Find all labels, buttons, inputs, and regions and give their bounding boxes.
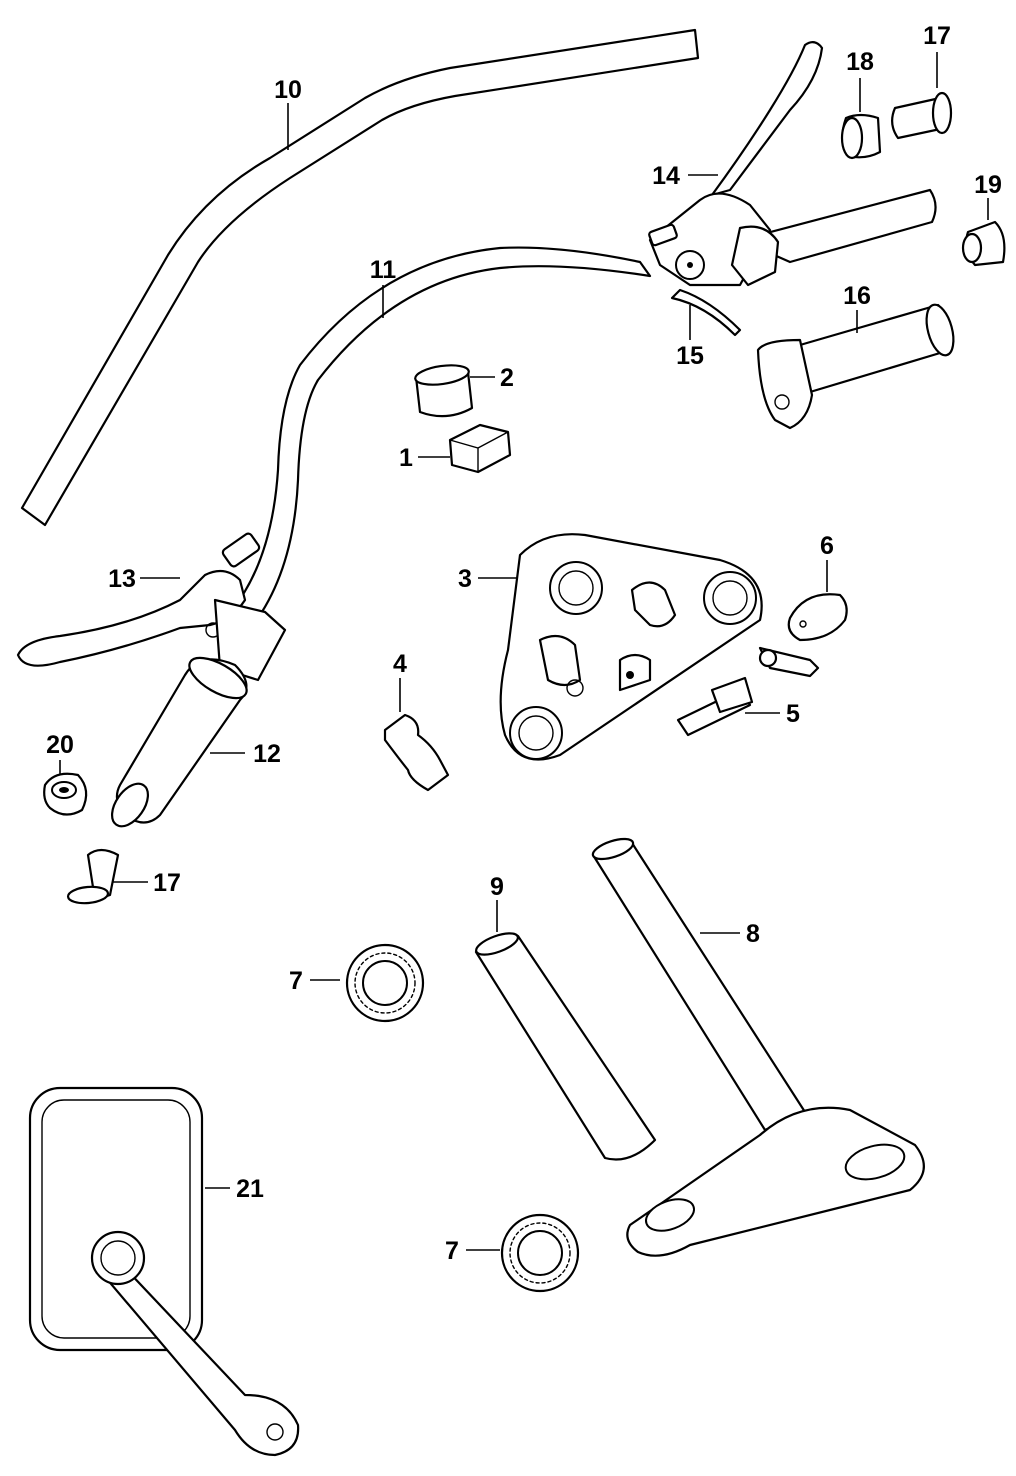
callout-15: 15 <box>676 342 704 370</box>
bearing-7-lower <box>500 1213 580 1293</box>
throttle-grip-16 <box>756 303 955 430</box>
callout-7-upper: 7 <box>289 967 303 995</box>
callout-8: 8 <box>746 920 760 948</box>
callout-2: 2 <box>500 364 514 392</box>
triple-clamp-3 <box>499 533 763 761</box>
callout-14: 14 <box>652 162 680 190</box>
left-grip-12 <box>110 656 248 828</box>
tube-9 <box>474 932 657 1161</box>
pin-17-bottom <box>66 848 120 905</box>
callout-17-bottom: 17 <box>153 869 181 897</box>
nut-1 <box>448 423 512 474</box>
callout-13: 13 <box>108 565 136 593</box>
callout-labels: 10 11 18 17 14 19 15 16 2 1 3 6 4 5 13 1… <box>46 22 1002 1265</box>
callout-10: 10 <box>274 76 302 104</box>
handlebar-10 <box>20 28 700 527</box>
bushing-18 <box>840 113 882 160</box>
cap-6 <box>787 593 848 642</box>
mirror-21 <box>28 1086 300 1457</box>
ring-2 <box>414 364 474 418</box>
callout-5: 5 <box>786 700 800 728</box>
bushing-20 <box>43 772 88 816</box>
callout-7-lower: 7 <box>445 1237 459 1265</box>
callout-9: 9 <box>490 873 504 901</box>
clutch-lever-13 <box>16 532 287 682</box>
clamp-half-4 <box>383 713 450 792</box>
bushing-19 <box>961 220 1006 267</box>
pin-17-top <box>891 91 953 140</box>
callout-6: 6 <box>820 532 834 560</box>
callout-19: 19 <box>974 171 1002 199</box>
callout-20: 20 <box>46 731 74 759</box>
leader-lines <box>59 52 989 1251</box>
callout-12: 12 <box>253 740 281 768</box>
handlebar-11 <box>230 246 652 620</box>
steering-stem-8 <box>591 837 925 1257</box>
callout-16: 16 <box>843 282 871 310</box>
callout-18: 18 <box>846 48 874 76</box>
lock-5 <box>676 646 820 737</box>
brake-lever-assembly-14 <box>648 41 937 337</box>
callout-4: 4 <box>393 650 407 678</box>
callout-21: 21 <box>236 1175 264 1203</box>
callout-1: 1 <box>399 444 413 472</box>
callout-17-top: 17 <box>923 22 951 50</box>
callout-3: 3 <box>458 565 472 593</box>
bearing-7-upper <box>345 943 425 1023</box>
callout-11: 11 <box>370 256 397 284</box>
